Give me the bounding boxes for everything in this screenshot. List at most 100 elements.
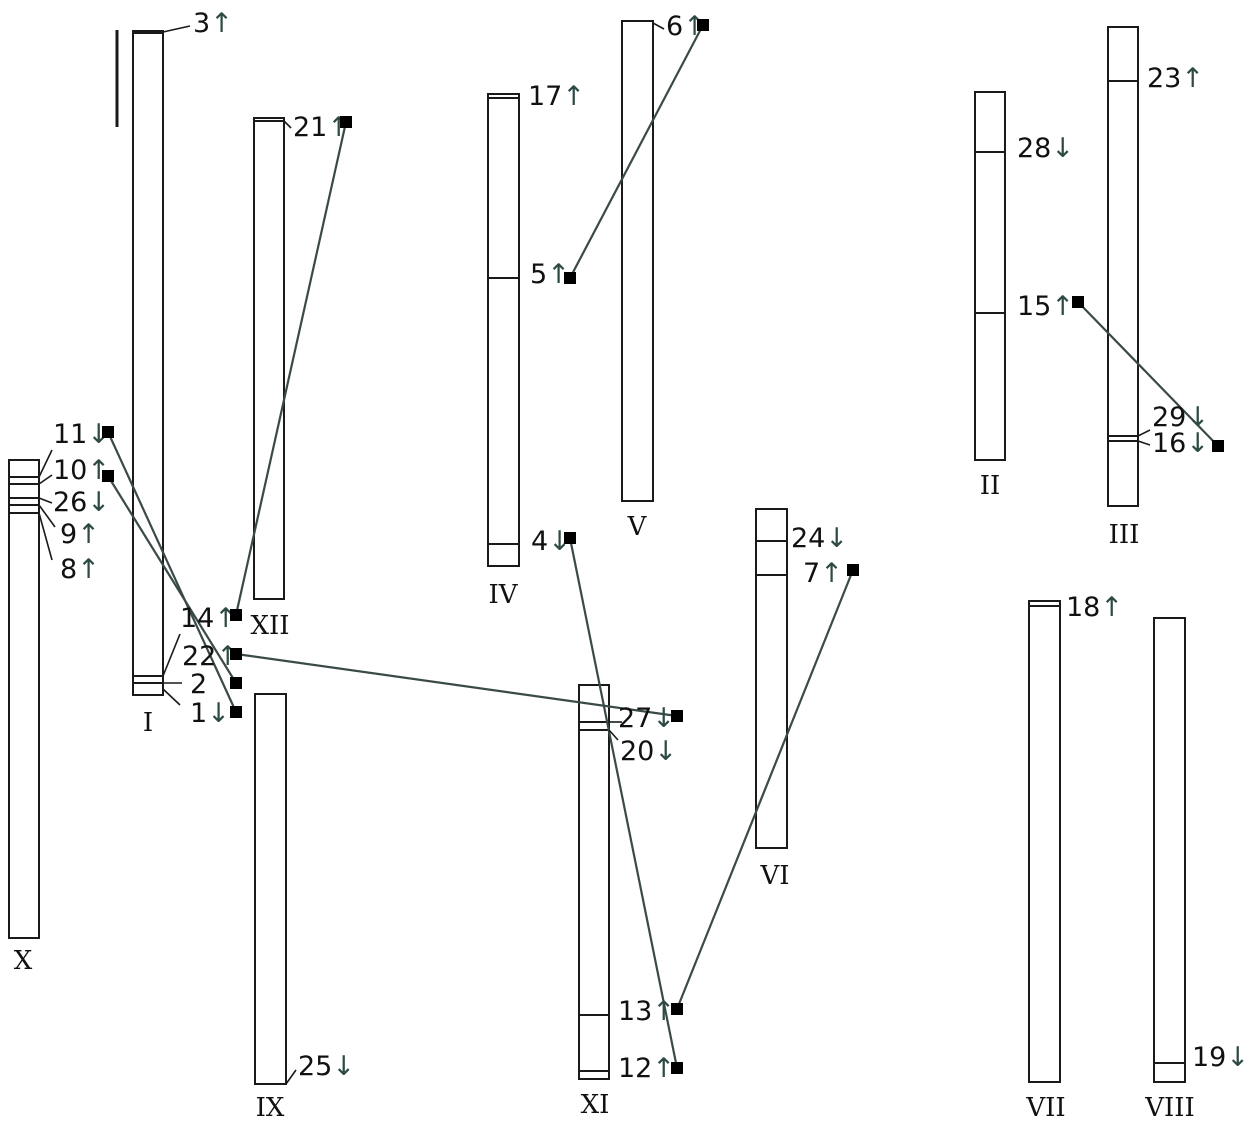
gene-label: 15↑ bbox=[1017, 291, 1074, 322]
link-11-1 bbox=[106, 431, 238, 713]
gene-label: 23↑ bbox=[1147, 63, 1204, 94]
arrow-up-icon: ↑ bbox=[1181, 63, 1204, 94]
chromosome-bar bbox=[8, 459, 40, 939]
gene-number: 24 bbox=[791, 523, 825, 554]
link-marker bbox=[102, 470, 114, 482]
link-marker bbox=[1072, 296, 1084, 308]
gene-number: 6 bbox=[666, 11, 683, 42]
link-marker bbox=[671, 710, 683, 722]
gene-16: 16↓ bbox=[1137, 428, 1224, 459]
gene-label: 1↓ bbox=[190, 698, 230, 729]
gene-number: 28 bbox=[1017, 133, 1051, 164]
chromosome-V: V bbox=[621, 20, 654, 542]
gene-number: 15 bbox=[1017, 291, 1051, 322]
link-marker bbox=[564, 532, 576, 544]
gene-20: 20↓ bbox=[608, 729, 677, 767]
gene-leader-line bbox=[38, 474, 53, 485]
gene-27: 27↓ bbox=[609, 703, 683, 734]
chromosome-VIII: VIII bbox=[1144, 617, 1195, 1123]
link-marker bbox=[102, 426, 114, 438]
chromosome-label: VI bbox=[759, 861, 789, 891]
arrow-down-icon: ↓ bbox=[1186, 428, 1209, 459]
gene-label: 8↑ bbox=[60, 554, 100, 585]
gene-label: 25↓ bbox=[298, 1051, 355, 1082]
chromosome-bar bbox=[487, 93, 520, 567]
gene-17: 17↑ bbox=[528, 81, 585, 112]
chromosome-label: II bbox=[980, 471, 1001, 501]
gene-number: 25 bbox=[298, 1051, 332, 1082]
gene-10: 10↑ bbox=[38, 455, 114, 486]
gene-leader-line bbox=[162, 633, 181, 677]
chromosome-bar bbox=[253, 117, 285, 600]
gene-label: 9↑ bbox=[60, 519, 100, 550]
gene-number: 10 bbox=[53, 455, 87, 486]
chromosome-label: VIII bbox=[1144, 1093, 1195, 1123]
chromosome-VI: VI bbox=[755, 508, 790, 891]
chromosome-VII: VII bbox=[1025, 600, 1066, 1123]
gene-number: 14 bbox=[180, 603, 214, 634]
gene-label: 24↓ bbox=[791, 523, 848, 554]
gene-19: 19↓ bbox=[1192, 1042, 1249, 1073]
gene-label: 7↑ bbox=[803, 558, 843, 589]
gene-leader-line bbox=[608, 729, 619, 741]
arrow-down-icon: ↓ bbox=[1226, 1042, 1249, 1073]
arrow-down-icon: ↓ bbox=[1051, 133, 1074, 164]
gene-leader-line bbox=[283, 120, 292, 129]
arrow-up-icon: ↑ bbox=[1100, 592, 1123, 623]
gene-11: 11↓ bbox=[38, 419, 114, 478]
gene-label: 16↓ bbox=[1152, 428, 1209, 459]
chromosome-I: I bbox=[132, 30, 164, 738]
gene-number: 4 bbox=[531, 526, 548, 557]
gene-21: 21↑ bbox=[283, 112, 352, 143]
gene-3: 3↑ bbox=[162, 8, 233, 39]
arrow-up-icon: ↑ bbox=[652, 1053, 675, 1084]
chromosome-label: III bbox=[1109, 520, 1140, 550]
gene-number: 27 bbox=[618, 703, 652, 734]
gene-label: 20↓ bbox=[620, 736, 677, 767]
gene-7: 7↑ bbox=[803, 558, 859, 589]
gene-15: 15↑ bbox=[1017, 291, 1084, 322]
arrow-up-icon: ↑ bbox=[820, 558, 843, 589]
gene-13: 13↑ bbox=[618, 996, 683, 1027]
chromosome-II: II bbox=[974, 91, 1006, 501]
gene-leader-line bbox=[285, 1069, 297, 1085]
chromosome-bar bbox=[254, 693, 287, 1085]
gene-number: 16 bbox=[1152, 428, 1186, 459]
chromosome-label: IX bbox=[256, 1093, 285, 1123]
arrow-up-icon: ↑ bbox=[210, 8, 233, 39]
arrow-up-icon: ↑ bbox=[683, 11, 706, 42]
chromosome-bar bbox=[1028, 600, 1061, 1083]
link-marker bbox=[230, 706, 242, 718]
gene-label: 28↓ bbox=[1017, 133, 1074, 164]
gene-leader-line bbox=[38, 512, 53, 561]
chromosome-XII: XII bbox=[250, 117, 290, 641]
link-14-21 bbox=[234, 121, 348, 616]
link-marker bbox=[230, 648, 242, 660]
gene-29: 29↓ bbox=[1137, 402, 1209, 437]
arrow-down-icon: ↓ bbox=[1186, 402, 1209, 433]
gene-label: 18↑ bbox=[1066, 592, 1123, 623]
gene-22: 22↑ bbox=[162, 633, 242, 677]
gene-8: 8↑ bbox=[38, 512, 100, 585]
chromosome-III: III bbox=[1107, 26, 1140, 550]
gene-number: 20 bbox=[620, 736, 654, 767]
gene-leader-line bbox=[162, 25, 191, 33]
gene-label: 2 bbox=[190, 669, 207, 700]
link-7-13 bbox=[675, 569, 855, 1010]
chromosome-XI: XI bbox=[578, 684, 610, 1120]
gene-number: 17 bbox=[528, 81, 562, 112]
arrow-down-icon: ↓ bbox=[207, 698, 230, 729]
link-marker bbox=[697, 19, 709, 31]
gene-number: 13 bbox=[618, 996, 652, 1027]
duplication-links bbox=[106, 24, 1219, 1069]
arrow-down-icon: ↓ bbox=[332, 1051, 355, 1082]
gene-24: 24↓ bbox=[791, 523, 848, 554]
gene-leader-line bbox=[652, 22, 665, 30]
link-10-2 bbox=[107, 475, 237, 684]
chromosome-IX: IX bbox=[254, 693, 287, 1123]
link-marker bbox=[340, 116, 352, 128]
arrow-up-icon: ↑ bbox=[1051, 291, 1074, 322]
gene-number: 26 bbox=[53, 487, 87, 518]
gene-9: 9↑ bbox=[38, 504, 100, 550]
